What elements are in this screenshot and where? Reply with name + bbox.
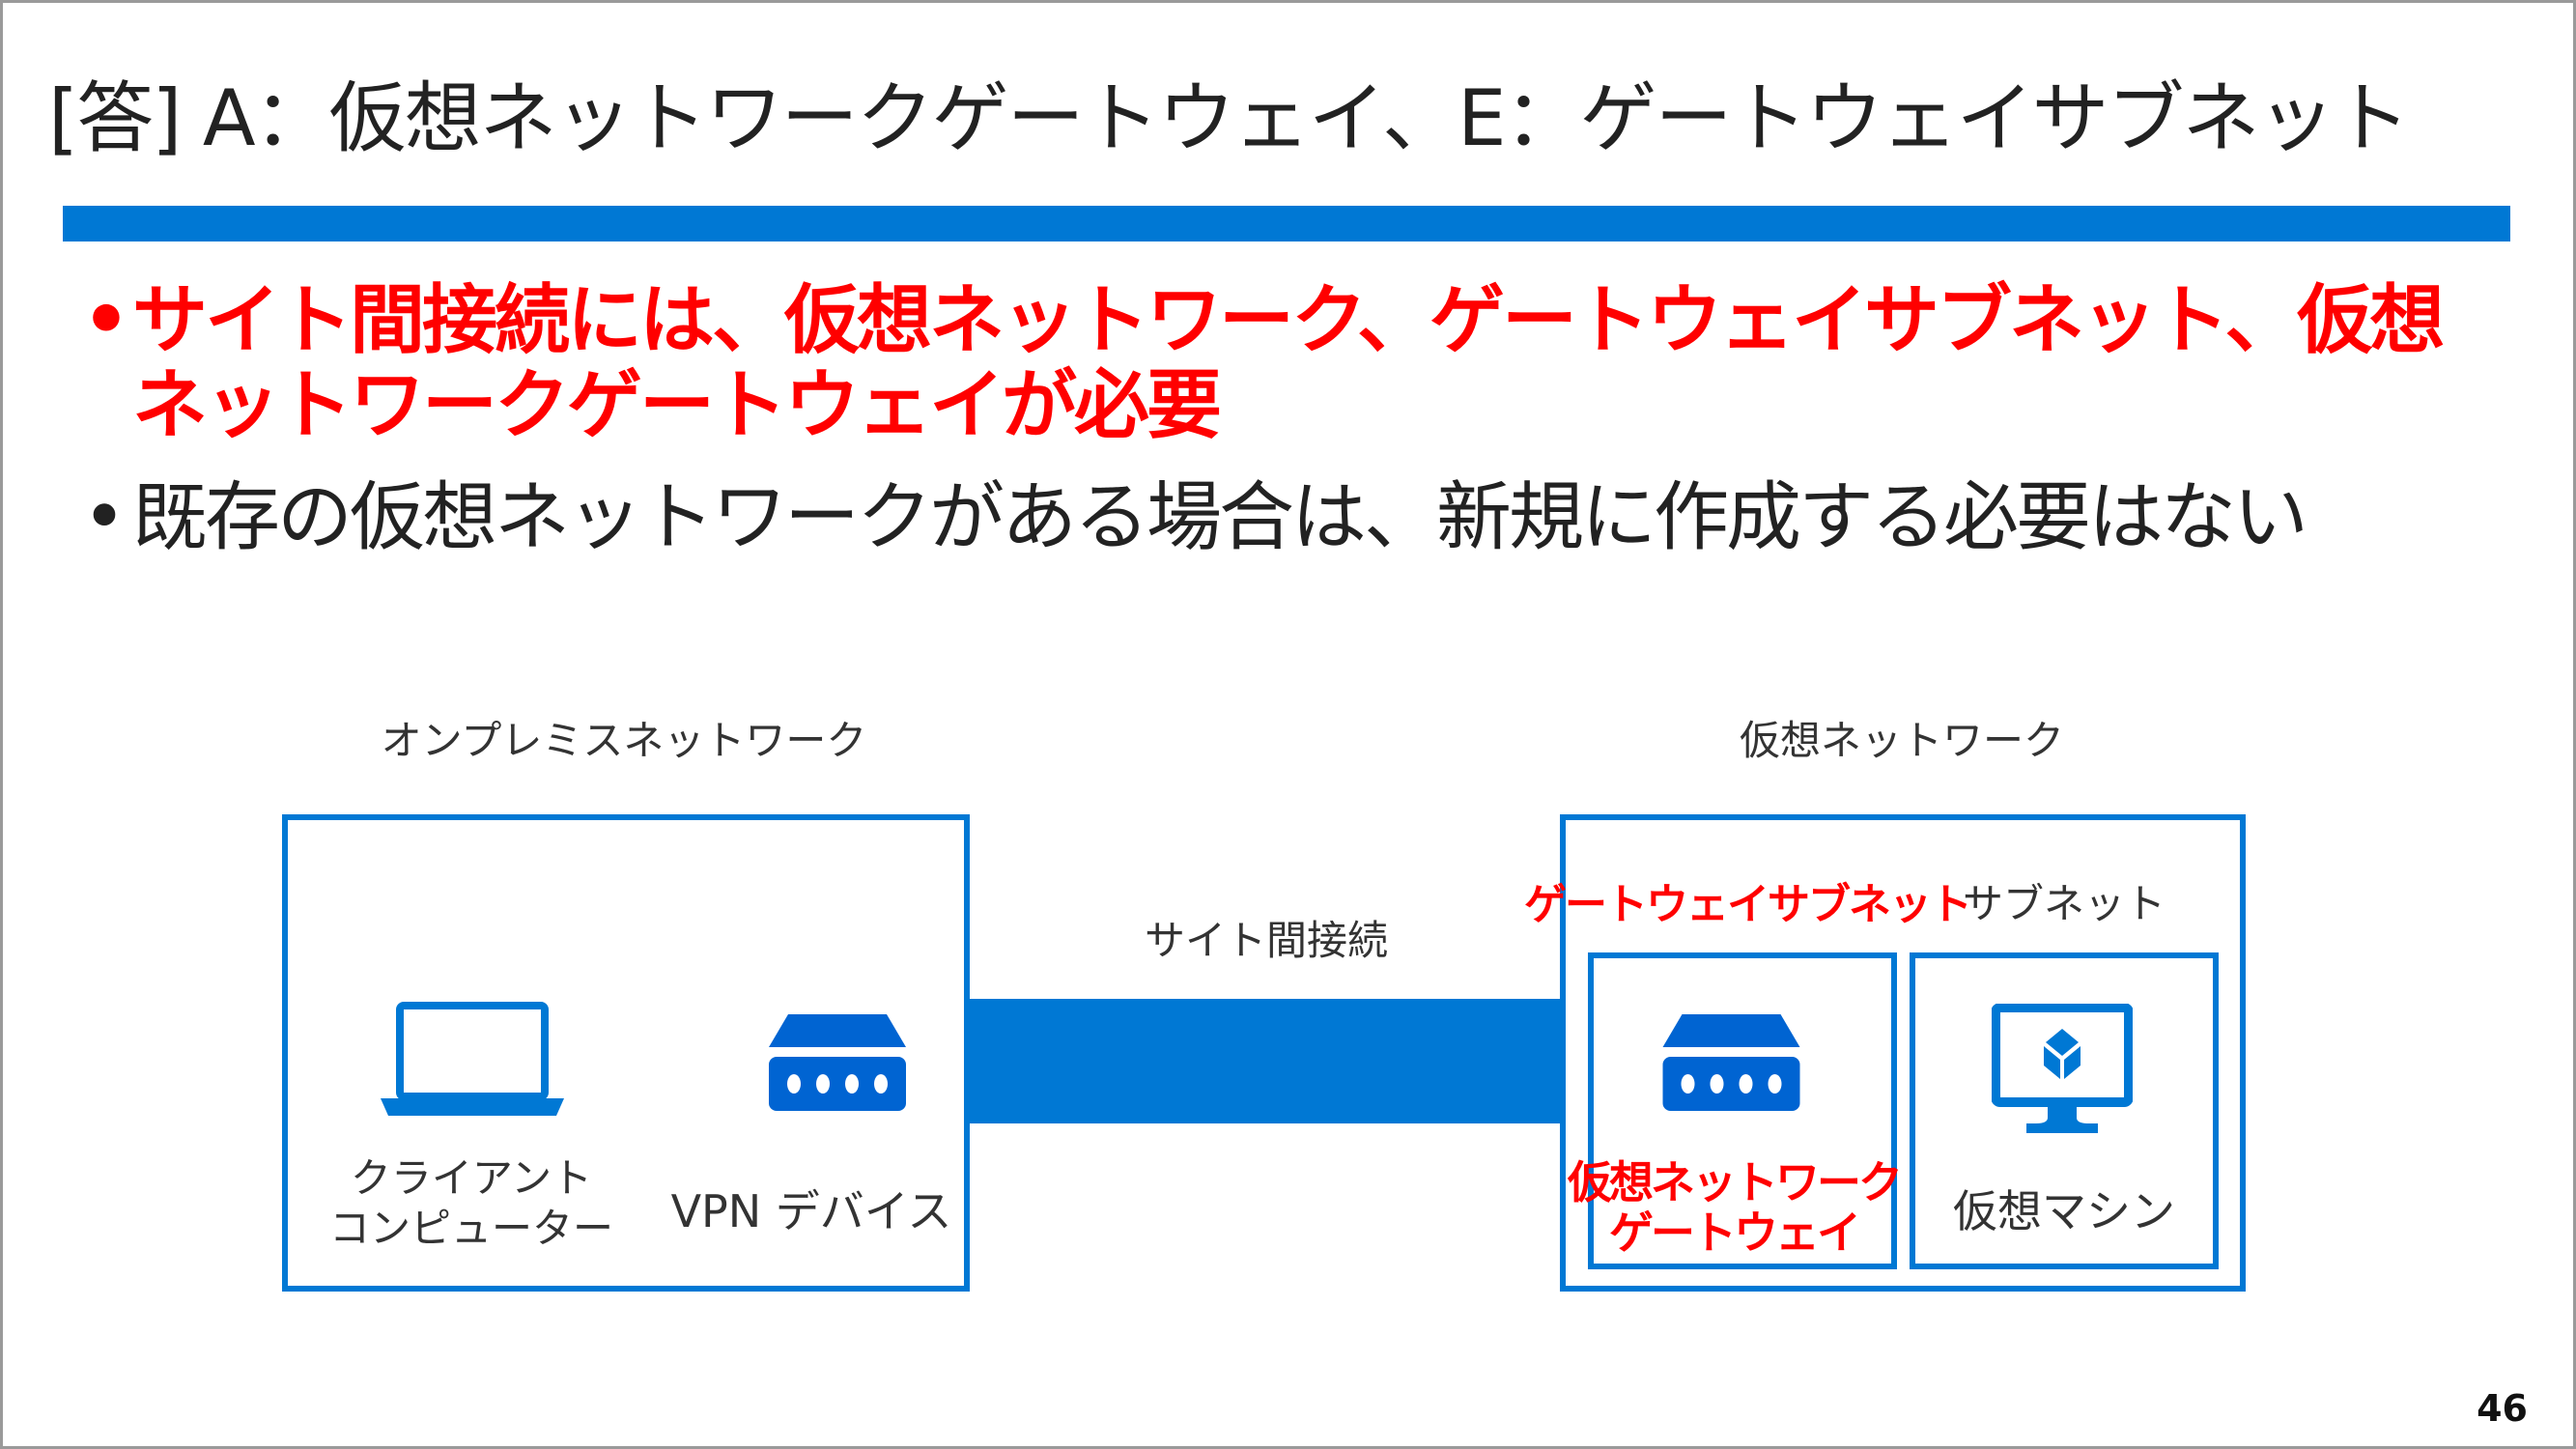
bullet-line-2: ネットワークゲートウェイが必要 <box>132 362 1222 449</box>
subnet-label: サブネット <box>1962 880 2166 927</box>
bullet-dot: • <box>82 474 127 561</box>
bullet-dot: • <box>82 277 130 364</box>
gateway-icon <box>1662 1014 1800 1111</box>
onprem-network-label: オンプレミスネットワーク <box>381 717 867 764</box>
page-number: 46 <box>2477 1387 2528 1430</box>
vpn-device-icon <box>769 1014 906 1111</box>
vnet-label: 仮想ネットワーク <box>1739 717 2065 764</box>
bullet-line-1: サイト間接続には、仮想ネットワーク、ゲートウェイサブネット、仮想 <box>132 277 2445 364</box>
client-computer-label: クライアント コンピューター <box>329 1153 613 1254</box>
bullet-required-components: • サイト間接続には、仮想ネットワーク、ゲートウェイサブネット、仮想 ネットワー… <box>82 277 2445 449</box>
gateway-subnet-label: ゲートウェイサブネット <box>1524 880 1972 929</box>
gateway-subnet-box <box>1588 952 1897 1269</box>
title-divider-bar <box>63 206 2510 242</box>
site-to-site-connection <box>968 999 1560 1123</box>
bullet-existing-vnet: • 既存の仮想ネットワークがある場合は、新規に作成する必要はない <box>82 474 2308 561</box>
bullet-text: 既存の仮想ネットワークがある場合は、新規に作成する必要はない <box>132 474 2308 561</box>
client-label-line2: コンピューター <box>328 1205 614 1252</box>
slide-title: [答] A：仮想ネットワークゲートウェイ、E：ゲートウェイサブネット <box>48 73 2411 163</box>
laptop-icon <box>381 1002 564 1116</box>
vm-label: 仮想マシン <box>1953 1185 2175 1237</box>
vnet-gateway-label: 仮想ネットワーク ゲートウェイ <box>1568 1156 1903 1259</box>
virtual-machine-icon <box>1992 1004 2133 1133</box>
vpn-device-label: VPN デバイス <box>670 1185 952 1237</box>
client-label-line1: クライアント <box>350 1154 593 1202</box>
gateway-label-line1: 仮想ネットワーク <box>1568 1156 1903 1208</box>
vnet-box <box>1560 814 2246 1292</box>
subnet-box <box>1910 952 2219 1269</box>
onprem-network-box <box>282 814 970 1292</box>
connection-label: サイト間接続 <box>1144 917 1389 964</box>
gateway-label-line2: ゲートウェイ <box>1609 1207 1861 1259</box>
